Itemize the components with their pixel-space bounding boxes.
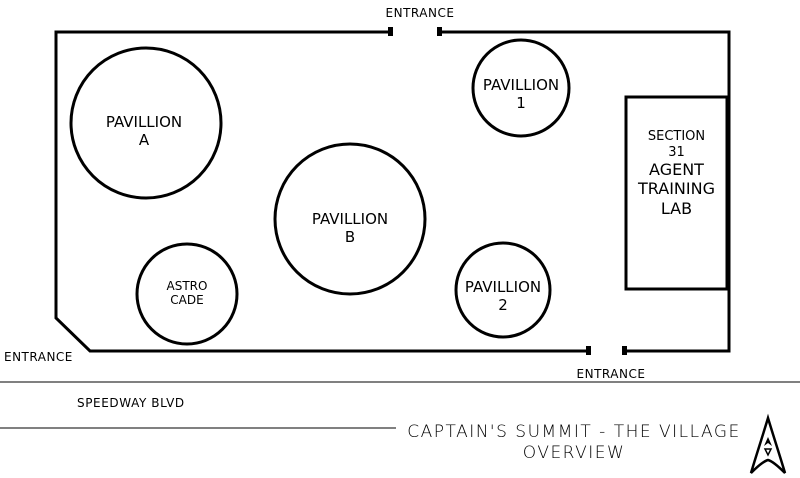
section31-lab-shape: [624, 95, 729, 291]
section31-line1: SECTION: [647, 129, 706, 144]
pavillion-b-shape: [273, 142, 427, 296]
entrance-markers: [388, 27, 627, 355]
pavillion-a-id: A: [138, 131, 150, 149]
astrocade-line1: ASTRO: [166, 279, 208, 293]
entrance-top-label: ENTRANCE: [385, 6, 455, 20]
pavillion-1-name: PAVILLION: [482, 76, 560, 94]
pavillion-1-id: 1: [516, 94, 526, 112]
pavillion-1-shape: [471, 38, 571, 138]
pavillion-1-label: PAVILLION 1: [471, 76, 571, 112]
pavillion-b-label: PAVILLION B: [290, 210, 410, 246]
starfleet-delta-icon: [749, 413, 787, 474]
pavillion-b-id: B: [344, 228, 356, 246]
map-title-line1: CAPTAIN'S SUMMIT - THE VILLAGE: [407, 422, 741, 442]
entrance-left-label: ENTRANCE: [4, 350, 73, 364]
pavillion-b-name: PAVILLION: [311, 210, 389, 228]
astrocade-label: ASTRO CADE: [147, 279, 227, 308]
entrance-bottom-label: ENTRANCE: [576, 367, 646, 381]
pavillion-2-name: PAVILLION: [464, 278, 542, 296]
pavillion-a-name: PAVILLION: [105, 113, 183, 131]
pavillion-a-label: PAVILLION A: [86, 113, 202, 149]
pavillion-2-shape: [454, 241, 552, 339]
street-label: SPEEDWAY BLVD: [77, 396, 185, 410]
venue-boundary: [54, 30, 731, 353]
section31-line2: 31: [668, 144, 685, 160]
astrocade-shape: [135, 242, 239, 346]
pavillion-2-label: PAVILLION 2: [453, 278, 553, 314]
section31-line3: AGENT: [649, 160, 704, 180]
pavillion-a-shape: [69, 46, 223, 200]
map-title: CAPTAIN'S SUMMIT - THE VILLAGE OVERVIEW: [404, 422, 744, 464]
section31-line4: TRAINING: [638, 179, 715, 199]
astrocade-line2: CADE: [170, 293, 204, 308]
section31-line5: LAB: [660, 198, 693, 218]
section31-label: SECTION 31 AGENT TRAINING LAB: [627, 129, 726, 218]
map-title-line2: OVERVIEW: [522, 443, 626, 463]
pavillion-2-id: 2: [498, 296, 508, 314]
